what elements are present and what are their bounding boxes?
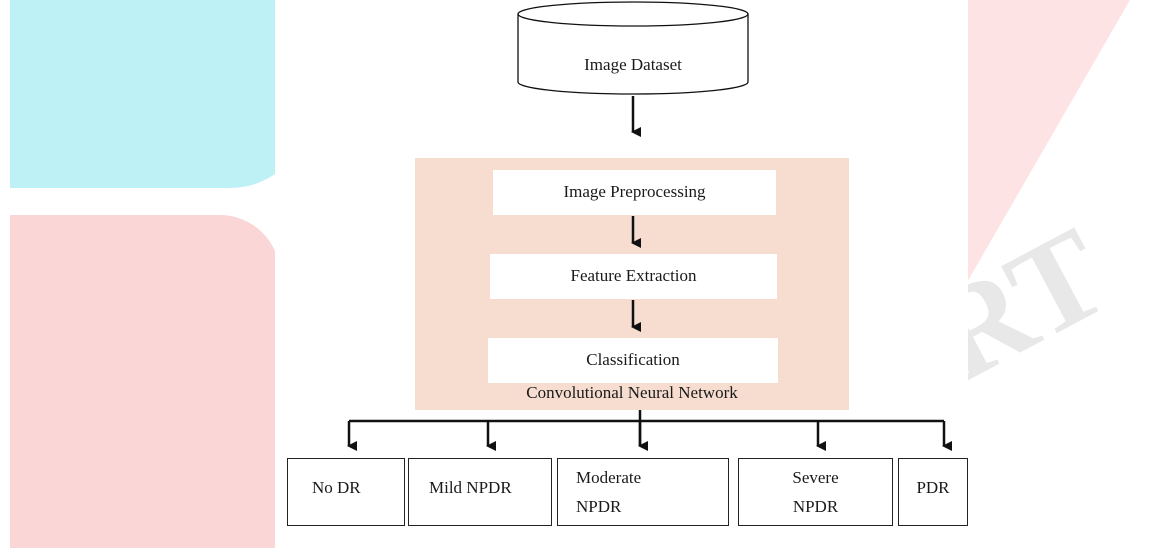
stage-box-preprocessing [493, 170, 776, 215]
output-box-no-dr: No DR [287, 458, 405, 526]
output-box-moderate-npdr: Moderate NPDR [557, 458, 729, 526]
stage-label-classification: Classification [586, 350, 680, 370]
output-label-severe-npdr: NPDR [792, 496, 839, 516]
stage-box-feature-extraction [490, 254, 777, 299]
output-box-severe-npdr: Severe NPDR [738, 458, 893, 526]
output-label-severe: Severe [792, 468, 839, 487]
cnn-group-label: Convolutional Neural Network [526, 382, 738, 402]
output-label-moderate-npdr: NPDR [576, 496, 622, 516]
output-box-pdr: PDR [898, 458, 968, 526]
output-label-mild-npdr: Mild NPDR [429, 478, 512, 497]
output-label-pdr: PDR [916, 478, 950, 497]
output-box-mild-npdr: Mild NPDR [408, 458, 552, 526]
stage-box-classification [488, 338, 778, 383]
stage-label-preprocessing: Image Preprocessing [563, 182, 706, 202]
dataset-cylinder [517, 1, 749, 95]
dataset-label: Image Dataset [584, 54, 682, 74]
output-label-moderate: Moderate [576, 468, 642, 487]
stage-label-feature-extraction: Feature Extraction [570, 266, 697, 286]
output-label-no-dr: No DR [312, 478, 361, 497]
